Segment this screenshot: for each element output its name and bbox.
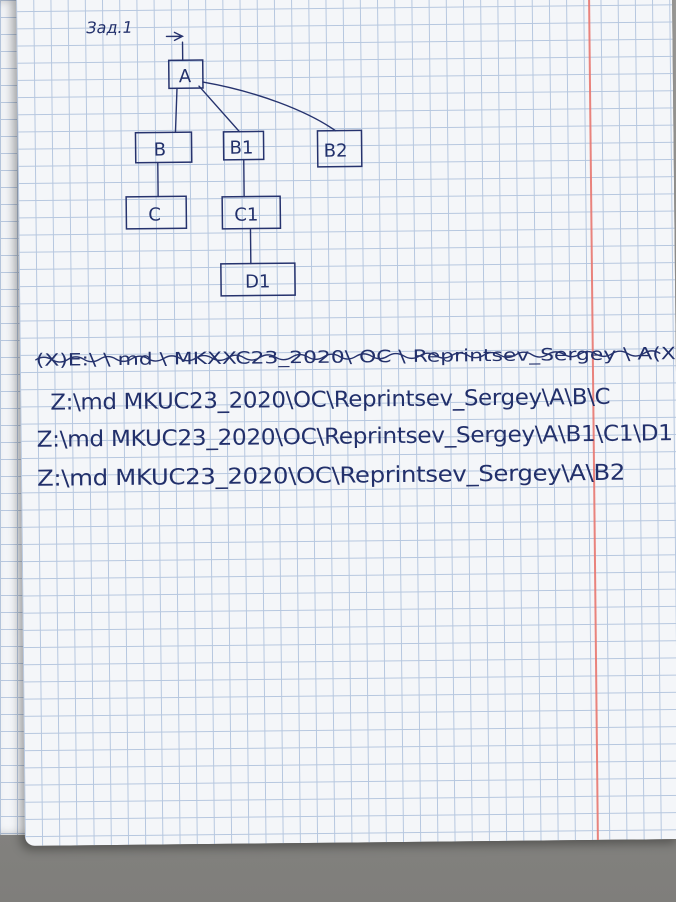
tree-node-label: C — [148, 204, 161, 225]
tree-node-a: A — [167, 59, 204, 90]
tree-connectors — [157, 41, 337, 265]
heading: Зад.1 — [86, 18, 133, 37]
tree-node-label: C1 — [234, 204, 258, 225]
tree-node-label: D1 — [245, 271, 271, 292]
handwriting-layer: Зад.1 A B — [35, 18, 676, 492]
tree-node-label: B — [154, 139, 167, 160]
tree-node-label: B1 — [230, 138, 254, 159]
tree-node-b: B — [134, 131, 193, 164]
command-line-2: Z:\md MKUC23_2020\OC\Reprintsev_Sergey\A… — [37, 421, 673, 453]
notebook-page: Зад.1 A B — [16, 0, 676, 846]
tree-node-b1: B1 — [222, 130, 265, 161]
strike-through-scribble — [35, 350, 661, 363]
tree-node-b2: B2 — [316, 129, 363, 168]
tree-node-c: C — [125, 195, 188, 230]
tree-node-label: A — [179, 66, 192, 87]
command-line-3: Z:\md MKUC23_2020\OC\Reprintsev_Sergey\A… — [37, 461, 625, 492]
tree-node-c1: C1 — [221, 195, 282, 230]
command-line-1: Z:\md MKUC23_2020\OC\Reprintsev_Sergey\A… — [50, 385, 610, 416]
tree-node-label: B2 — [324, 141, 348, 162]
tree-node-d1: D1 — [220, 262, 296, 297]
pointer-mark-icon — [165, 31, 185, 42]
crossed-out-text: (X)E:\ \ md \ MKXXC23_2020\ OC \ Reprint… — [36, 344, 676, 371]
crossed-out-line: (X)E:\ \ md \ MKXXC23_2020\ OC \ Reprint… — [35, 344, 676, 371]
